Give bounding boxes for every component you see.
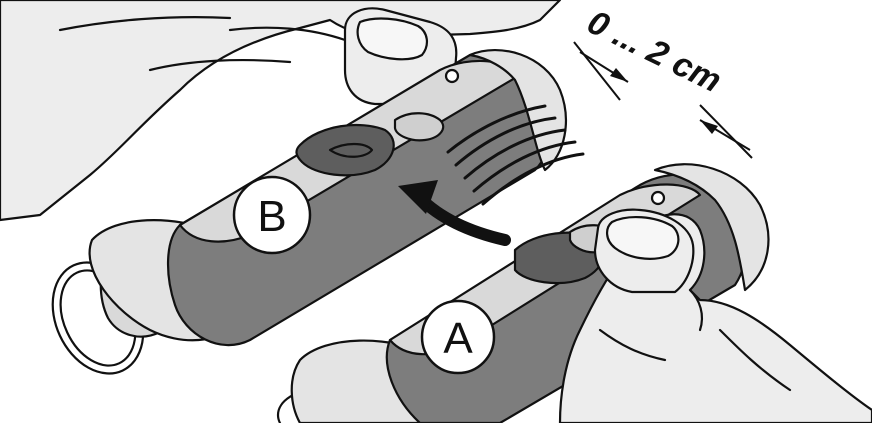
distance-dimension: 0 ... 2 cm <box>574 3 752 158</box>
remote-b-label: B <box>257 192 286 241</box>
distance-label: 0 ... 2 cm <box>581 3 727 100</box>
remote-a-label: A <box>443 314 473 363</box>
